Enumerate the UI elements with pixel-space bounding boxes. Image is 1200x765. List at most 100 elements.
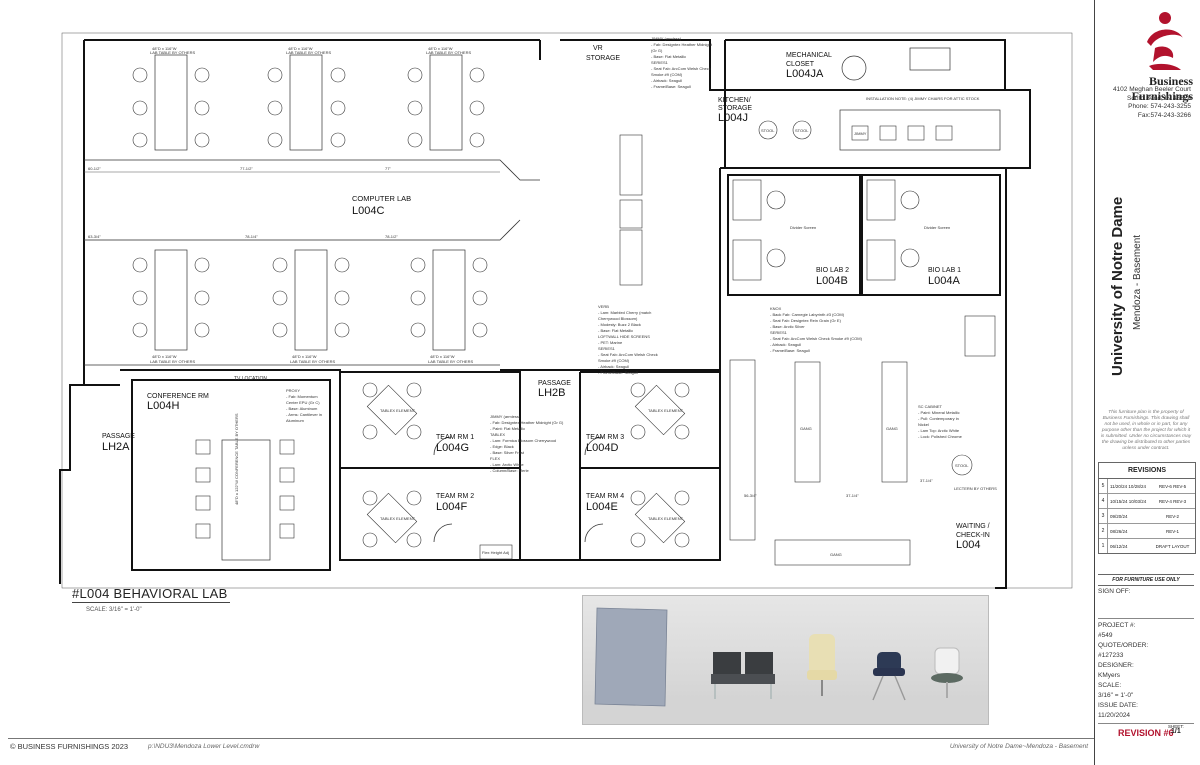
svg-text:- Lock: Polished Chrome: - Lock: Polished Chrome bbox=[918, 434, 963, 439]
project-subtitle: Mendoza - Basement bbox=[1132, 235, 1143, 330]
room-name: CHECK-IN bbox=[956, 532, 990, 539]
svg-text:- Paint: Flat Metallic: - Paint: Flat Metallic bbox=[490, 426, 525, 431]
svg-text:- Base: Flat Metallic: - Base: Flat Metallic bbox=[651, 54, 686, 59]
svg-text:- Fab: Designtex Heather Midni: - Fab: Designtex Heather Midnight bbox=[651, 42, 713, 47]
room-name: TEAM RM 2 bbox=[436, 493, 474, 500]
room-code: L004A bbox=[928, 275, 960, 287]
room-code: LH2A bbox=[102, 441, 130, 453]
svg-text:Smoke #9 (COM): Smoke #9 (COM) bbox=[598, 358, 630, 363]
dimension: 56-3/4" bbox=[744, 493, 757, 498]
jimmy-spec-note: JIMMY (armless) - Fab: Designtex Heather… bbox=[651, 36, 713, 89]
title-rule bbox=[72, 602, 230, 603]
lab-chairs bbox=[132, 67, 488, 338]
room-name: WAITING / bbox=[956, 523, 990, 530]
svg-text:- Frame/Base: Seagull: - Frame/Base: Seagull bbox=[651, 84, 691, 89]
room-code: L004F bbox=[436, 501, 467, 513]
tablex-clusters bbox=[362, 382, 690, 548]
proxy-chairs bbox=[195, 439, 295, 539]
conference-table bbox=[221, 439, 271, 561]
svg-text:- Modesty: Buzz 2 Black: - Modesty: Buzz 2 Black bbox=[598, 322, 641, 327]
disclaimer: This furniture plan is the property of B… bbox=[1100, 410, 1192, 451]
svg-text:- Lam: Marbled Cherry (match: - Lam: Marbled Cherry (match bbox=[598, 310, 651, 315]
revision-number: REVISION #6 bbox=[1118, 728, 1174, 738]
file-path: p:\NDU3\Mendoza Lower Level.cmdrw bbox=[148, 743, 260, 750]
room-name: PASSAGE bbox=[538, 380, 571, 387]
sign-off-label: SIGN OFF: bbox=[1098, 588, 1131, 595]
lab-table-label: LAB TABLE BY OTHERS bbox=[286, 50, 331, 55]
room-name: TEAM RM 4 bbox=[586, 493, 624, 500]
svg-text:- Edge: Black: - Edge: Black bbox=[490, 444, 514, 449]
lab-table-label: LAB TABLE BY OTHERS bbox=[428, 359, 473, 364]
spec-note: PROXY bbox=[286, 388, 300, 393]
lab-table-label: LAB TABLE BY OTHERS bbox=[290, 359, 335, 364]
lectern-stool bbox=[951, 454, 973, 476]
furniture-use-only: FOR FURNITURE USE ONLY bbox=[1098, 574, 1194, 586]
lectern-label: LECTERN BY OTHERS bbox=[954, 486, 997, 491]
spec-note: - Fab: Momentum bbox=[286, 394, 318, 399]
verb-stations bbox=[619, 134, 643, 286]
room-code: LH2B bbox=[538, 387, 566, 399]
sc-cabinet-spec-note: SC CABINET - Paint: Mineral Metallic - P… bbox=[918, 404, 963, 439]
svg-text:SC CABINET: SC CABINET bbox=[918, 404, 943, 409]
tablex-label: TABLEX ELEMENT bbox=[380, 516, 416, 521]
svg-text:- Seat Fab: ArcCom Welsh Check: - Seat Fab: ArcCom Welsh Check Smoke #9 … bbox=[770, 336, 863, 341]
jimmy-label: JIMMY bbox=[854, 131, 867, 136]
verb-spec-note: VERB - Lam: Marbled Cherry (match Cherry… bbox=[598, 304, 658, 375]
room-name: TEAM RM 3 bbox=[586, 434, 624, 441]
svg-text:SERIES1: SERIES1 bbox=[770, 330, 788, 335]
lab-table-label: LAB TABLE BY OTHERS bbox=[150, 50, 195, 55]
room-name: BIO LAB 1 bbox=[928, 267, 961, 274]
address-line: 4102 Meghan Beeler Court bbox=[1112, 86, 1191, 93]
table-size-label: 48"D x 116"W bbox=[430, 354, 455, 359]
spec-note: - Arms: Cantilever in bbox=[286, 412, 322, 417]
installation-note: INSTALLATION NOTE: (4) JIMMY CHAIRS FOR … bbox=[866, 96, 980, 101]
lab-table-label: LAB TABLE BY OTHERS bbox=[426, 50, 471, 55]
designer-label: DESIGNER: bbox=[1098, 662, 1134, 669]
room-code: L004 bbox=[956, 539, 980, 551]
bottom-rule bbox=[8, 738, 1094, 739]
issue-date-label: ISSUE DATE: bbox=[1098, 702, 1138, 709]
svg-text:- Frame/Base: Seagull: - Frame/Base: Seagull bbox=[598, 370, 638, 375]
flex-label: Flex Height Adj bbox=[482, 550, 509, 555]
dimension: 77" bbox=[385, 166, 391, 171]
knox-spec-note: KNOX - Back Fab: Carnegie Labyrinth #3 (… bbox=[770, 306, 863, 353]
sheet-number: SHEET:1/1 bbox=[1168, 724, 1184, 735]
room-code: L004C bbox=[352, 205, 384, 217]
address-line: South Bend, IN 46628 bbox=[1127, 94, 1191, 102]
svg-text:Smoke #9 (COM): Smoke #9 (COM) bbox=[651, 72, 683, 77]
client-name: University of Notre Dame bbox=[1109, 197, 1126, 376]
svg-text:- Airback: Seagull: - Airback: Seagull bbox=[598, 364, 629, 369]
gang-label: GANG bbox=[886, 426, 898, 431]
svg-text:Nickel: Nickel bbox=[918, 422, 929, 427]
stool-label: STOOL bbox=[761, 128, 775, 133]
svg-text:KNOX: KNOX bbox=[770, 306, 782, 311]
svg-text:- Lam Top: Arctic White: - Lam Top: Arctic White bbox=[918, 428, 960, 433]
svg-text:- Frame/Base: Seagull: - Frame/Base: Seagull bbox=[770, 348, 810, 353]
svg-text:- Back Fab: Carnegie Labyrinth: - Back Fab: Carnegie Labyrinth #3 (COM) bbox=[770, 312, 845, 317]
table-size-label: 48"D x 116"W bbox=[292, 354, 317, 359]
room-name: STORAGE bbox=[586, 55, 620, 62]
gang-label: GANG bbox=[800, 426, 812, 431]
room-name: PASSAGE bbox=[102, 433, 135, 440]
svg-text:- Base: Flat Metallic: - Base: Flat Metallic bbox=[598, 328, 633, 333]
svg-text:- Base: Arctic Silver: - Base: Arctic Silver bbox=[770, 324, 805, 329]
stool-label: STOOL bbox=[955, 463, 969, 468]
gang-label: GANG bbox=[830, 552, 842, 557]
room-code: L004H bbox=[147, 400, 179, 412]
divider bbox=[1098, 618, 1194, 619]
svg-text:TABLEX: TABLEX bbox=[490, 432, 505, 437]
svg-text:- Lam: Arctic White: - Lam: Arctic White bbox=[490, 462, 524, 467]
svg-text:- Seat Fab: ArcCom Welsh Check: - Seat Fab: ArcCom Welsh Check bbox=[598, 352, 658, 357]
svg-text:VERB: VERB bbox=[598, 304, 609, 309]
bio-lab-furniture bbox=[732, 179, 920, 281]
plan-title: #L004 BEHAVIORAL LAB bbox=[72, 586, 228, 601]
room-name: CONFERENCE RM bbox=[147, 393, 209, 400]
scale-value: 3/16" = 1'-0" bbox=[1098, 692, 1134, 699]
svg-text:LOFTWALL HIDE SCREENS: LOFTWALL HIDE SCREENS bbox=[598, 334, 650, 339]
room-code: L004E bbox=[586, 501, 618, 513]
tablex-label: TABLEX ELEMENT bbox=[648, 516, 684, 521]
company-address: 4102 Meghan Beeler Court South Bend, IN … bbox=[1113, 86, 1191, 120]
